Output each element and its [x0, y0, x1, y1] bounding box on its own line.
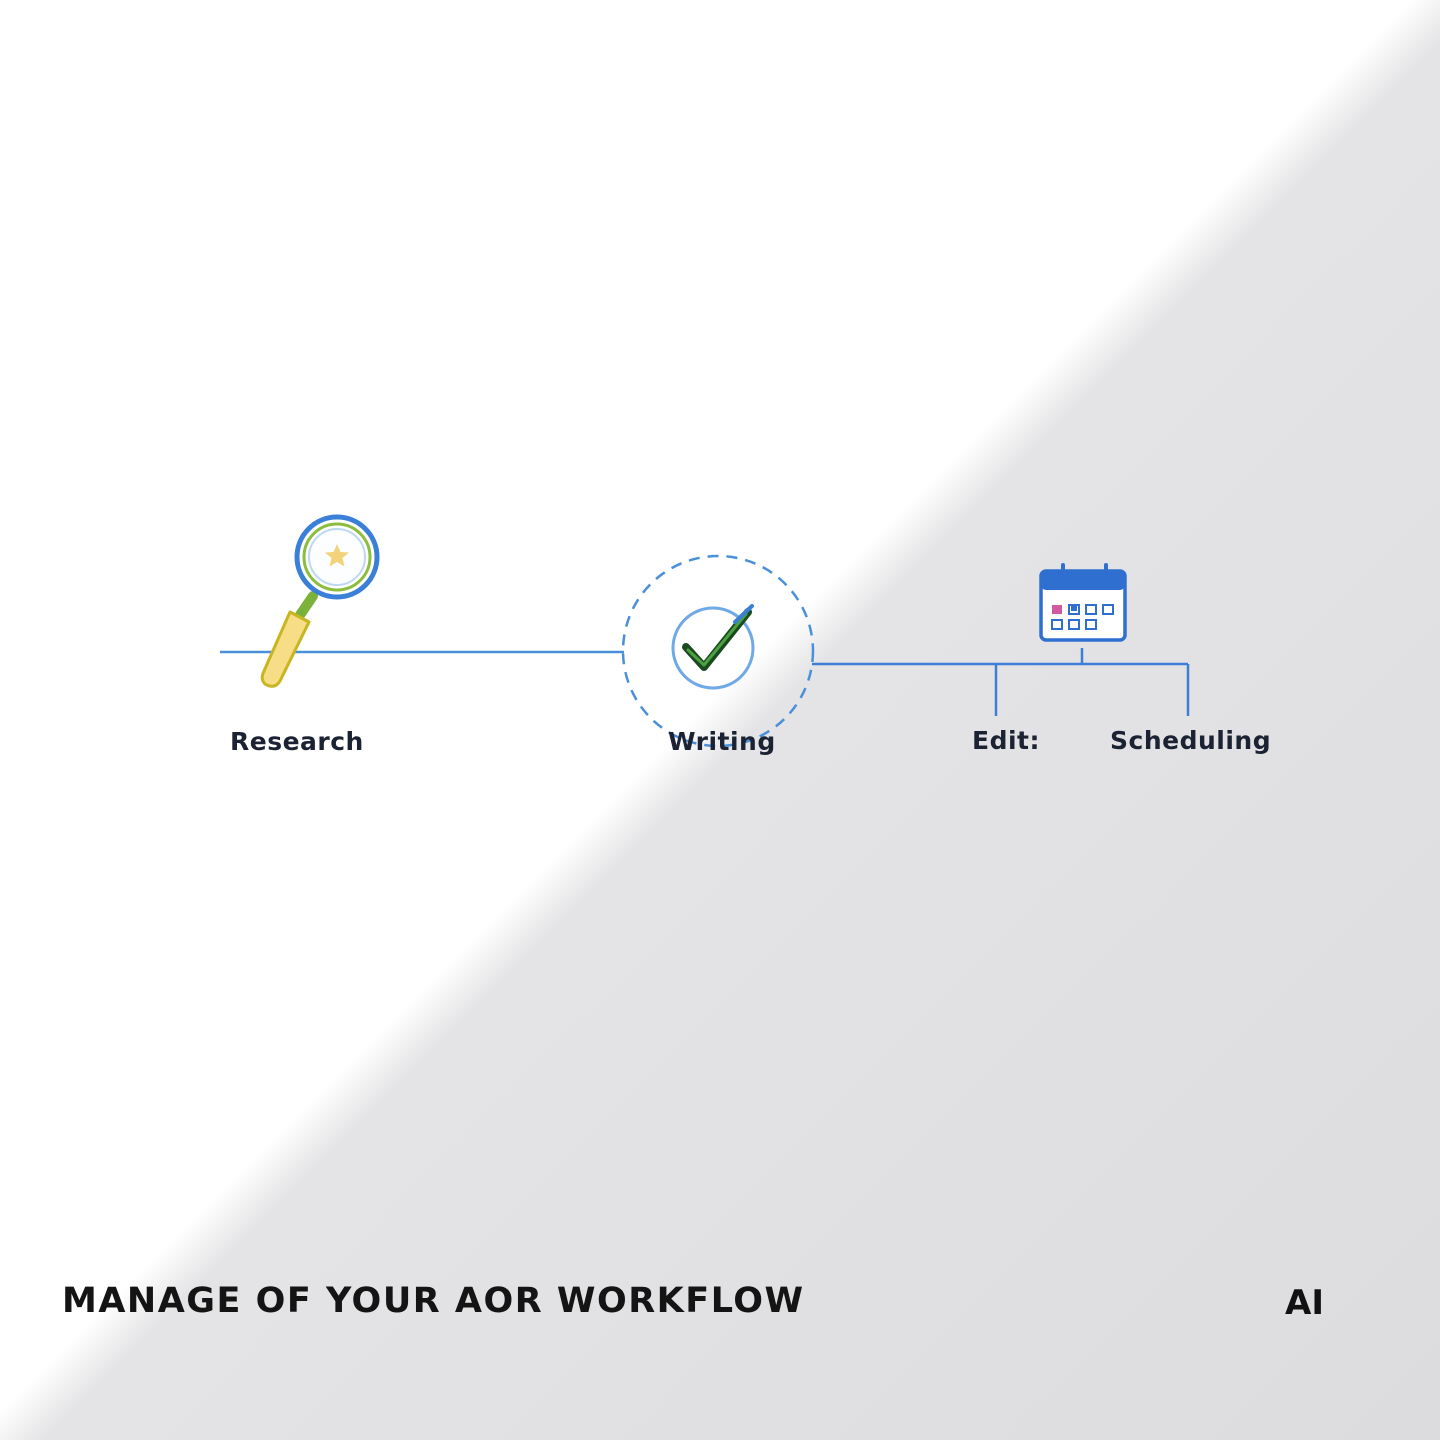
footer-title: MANAGE OF YOUR AOR WORKFLOW — [62, 1281, 805, 1321]
magnifier-star-icon — [260, 514, 380, 688]
step-label-research: Research — [230, 727, 364, 756]
checkmark-circle-icon — [621, 554, 815, 748]
calendar-icon — [1039, 563, 1127, 642]
step-label-scheduling: Scheduling — [1110, 726, 1272, 755]
brand-logo: AI — [1285, 1283, 1324, 1323]
step-label-writing: Writing — [668, 727, 776, 756]
step-label-edit: Edit: — [972, 726, 1040, 755]
